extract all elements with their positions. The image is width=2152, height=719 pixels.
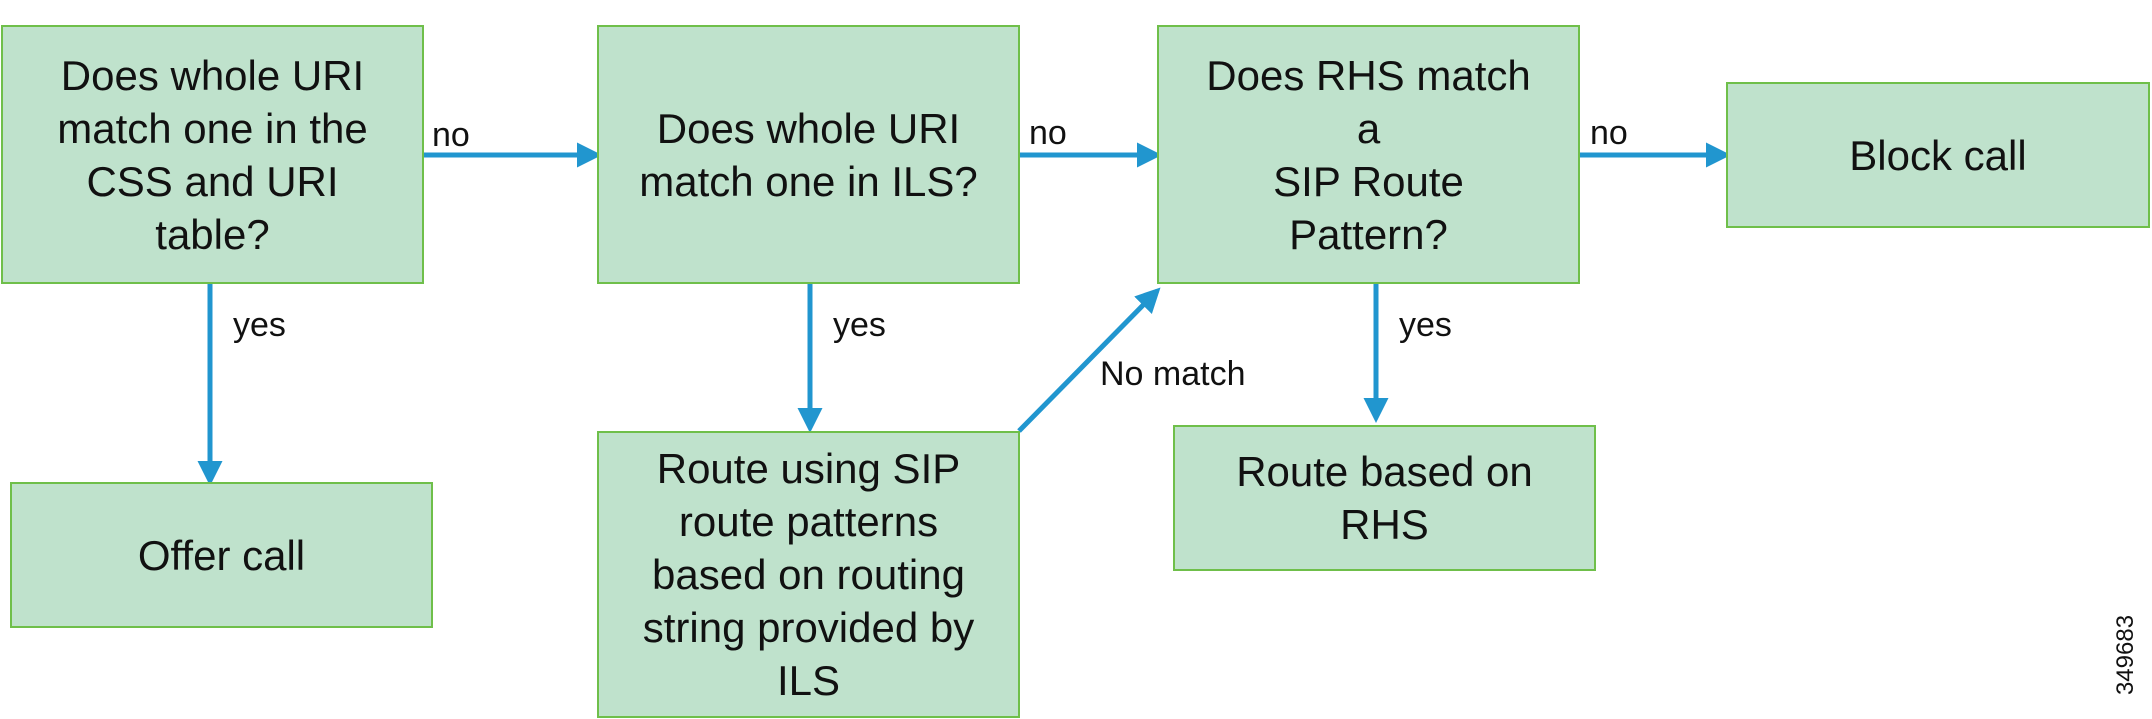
node-rhs-match: Does RHS match a SIP Route Pattern? [1157,25,1580,284]
node-whole-uri-ils-text: Does whole URI match one in ILS? [639,104,978,205]
node-whole-uri-css: Does whole URI match one in the CSS and … [1,25,424,284]
node-offer-call: Offer call [10,482,433,628]
node-route-rhs-text: Route based on RHS [1236,448,1533,548]
label-no-match: No match [1100,355,1246,393]
label-rhs-yes: yes [1399,306,1452,344]
label-ils-yes: yes [833,306,886,344]
node-block-call: Block call [1726,82,2150,228]
arrow-no-match [1017,287,1161,433]
label-css-no: no [432,116,470,154]
document-id: 349683 [2112,614,2140,696]
node-whole-uri-css-text: Does whole URI match one in the CSS and … [57,51,368,258]
node-route-sip-patterns-text: Route using SIP route patterns based on … [642,445,975,704]
label-rhs-no: no [1590,114,1628,152]
label-ils-no: no [1029,114,1067,152]
node-route-sip-patterns: Route using SIP route patterns based on … [597,431,1020,718]
node-offer-call-text: Offer call [137,531,306,579]
node-whole-uri-ils: Does whole URI match one in ILS? [597,25,1020,284]
node-block-call-text: Block call [1849,131,2027,179]
node-rhs-match-text: Does RHS match a SIP Route Pattern? [1206,51,1531,258]
node-route-rhs: Route based on RHS [1173,425,1596,571]
label-css-yes: yes [233,306,286,344]
